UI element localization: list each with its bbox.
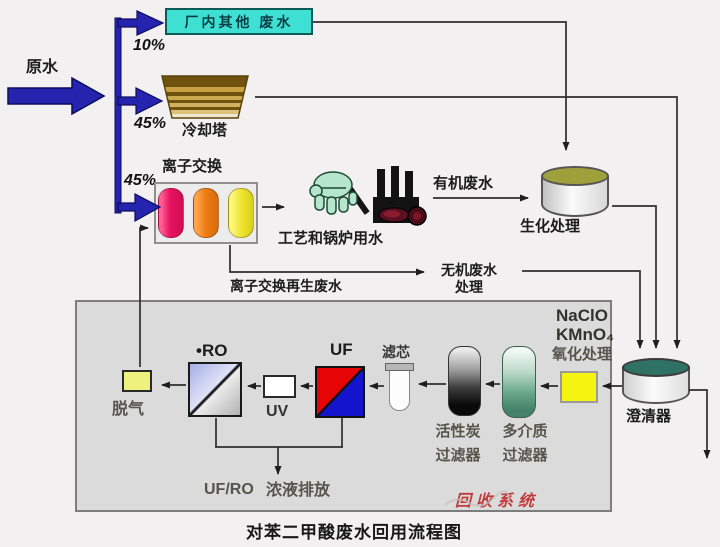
kmno4-label: KMnO₄ [556, 325, 615, 344]
ro-membrane-unit [188, 362, 242, 417]
line-regen-to-inorganic [229, 245, 425, 276]
oxidation-label: 氧化处理 [552, 346, 613, 363]
plant-other-wastewater-label: 厂内其他 废水 [184, 13, 294, 30]
raw-water-arrow-icon [7, 17, 122, 214]
ion-exchange-unit [154, 182, 258, 244]
cooling-tower-label: 冷却塔 [182, 122, 228, 139]
naclo-label: NaClO [556, 306, 608, 325]
oxidation-box [560, 371, 598, 403]
concentrate-discharge-label: 浓液排放 [266, 482, 331, 499]
ion-exchange-label: 离子交换 [162, 158, 223, 175]
clarifier-tank-top [622, 358, 690, 377]
cooling-tower-icon [161, 75, 249, 119]
biochemical-treatment-label: 生化处理 [520, 218, 581, 235]
line-other-to-biochem [313, 21, 570, 151]
plant-other-wastewater-box: 厂内其他 废水 [165, 8, 313, 35]
ufro-label: UF/RO [204, 481, 254, 498]
uv-unit [263, 375, 296, 398]
multimedia-filter-icon [502, 346, 536, 418]
degas-box [122, 370, 152, 392]
branch-arrow-plant-other-icon [117, 10, 165, 36]
cartridge-filter-body-icon [389, 371, 410, 411]
uf-label: UF [330, 340, 353, 359]
ion-exchange-column-yellow-icon [228, 188, 254, 238]
clarifier-label: 澄清器 [626, 408, 672, 425]
split-10-label: 10% [133, 37, 166, 54]
activated-carbon-filter-icon [448, 346, 481, 416]
inorganic-treat-text: 处理 [455, 278, 483, 295]
inorganic-treatment-label: 无机废水 处理 [430, 262, 508, 296]
degas-label: 脱气 [112, 401, 145, 418]
split-45-ionx-label: 45% [124, 172, 157, 189]
line-biochem-to-clarifier [612, 205, 660, 349]
organic-wastewater-label: 有机废水 [433, 175, 494, 192]
ion-exchange-column-pink-icon [158, 188, 184, 238]
ro-label: •RO [196, 341, 228, 360]
cartridge-label: 滤芯 [382, 344, 410, 360]
ion-exchange-column-orange-icon [193, 188, 219, 238]
raw-water-label: 原水 [26, 59, 59, 76]
regen-wastewater-label: 离子交换再生废水 [230, 278, 342, 294]
biochemical-tank-top [541, 166, 609, 186]
branch-arrow-cooling-icon [117, 87, 164, 115]
recovery-system-label: 回收系统 [455, 493, 540, 510]
media-filter-label: 多介质 过滤器 [496, 420, 554, 468]
media-filter-line2: 过滤器 [502, 447, 548, 464]
line-clarifier-out [689, 389, 711, 459]
process-boiler-water-label: 工艺和锅炉用水 [278, 230, 384, 247]
boiler-factory-icon [373, 166, 427, 226]
cartridge-filter-cap-icon [385, 363, 414, 371]
media-filter-line1: 多介质 [502, 423, 548, 440]
uf-membrane-unit [315, 366, 365, 418]
carbon-filter-line1: 活性炭 [435, 423, 481, 440]
uv-label: UV [266, 403, 289, 420]
split-45-cooling-label: 45% [134, 115, 167, 132]
process-machine-icon [309, 171, 358, 215]
carbon-filter-line2: 过滤器 [435, 447, 481, 464]
carbon-filter-label: 活性炭 过滤器 [430, 420, 486, 468]
inorganic-wastewater-text: 无机废水 [441, 262, 497, 278]
diagram-caption: 对苯二甲酸废水回用流程图 [246, 523, 462, 542]
